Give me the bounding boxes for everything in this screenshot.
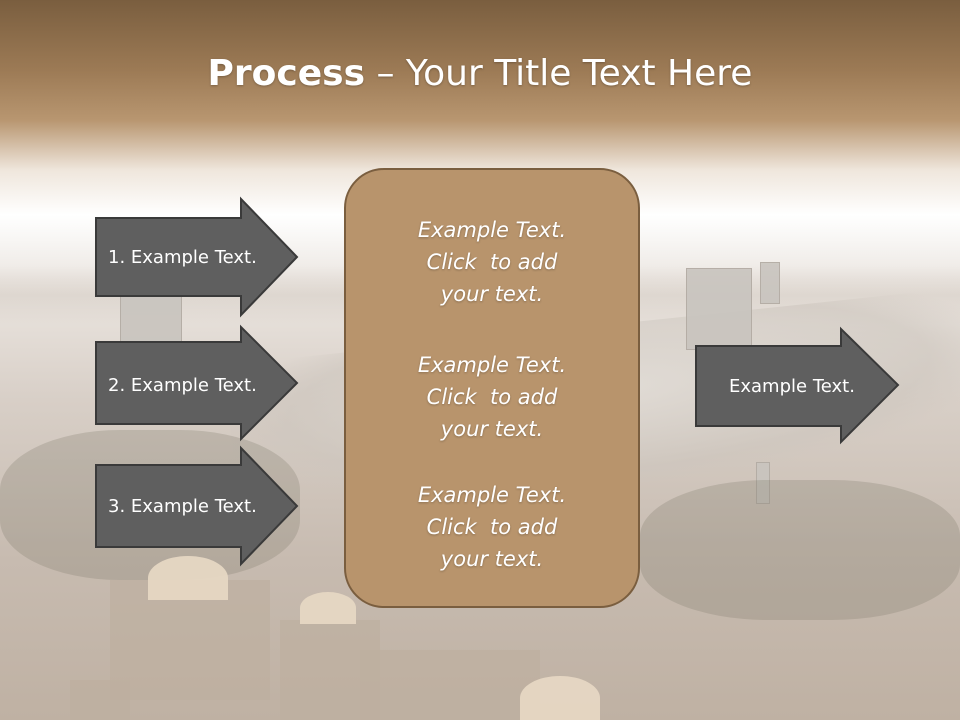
- dome: [300, 592, 356, 624]
- text-block-line: your text.: [440, 547, 544, 571]
- arrow-step-1-label: 1. Example Text.: [108, 246, 257, 268]
- text-block-line: Example Text.: [417, 218, 567, 242]
- minaret-tower: [756, 462, 770, 504]
- arrow-step-3[interactable]: 3. Example Text.: [95, 445, 299, 567]
- slide-title[interactable]: Process – Your Title Text Here: [0, 52, 960, 96]
- building: [360, 650, 540, 720]
- text-block-3: Example Text. Click to add your text.: [346, 479, 638, 575]
- opera-building: [110, 580, 270, 700]
- title-bold-word: Process: [207, 53, 366, 94]
- text-block-line: Example Text.: [417, 353, 567, 377]
- text-block-line: Click to add: [426, 515, 558, 539]
- arrow-right-shape: [95, 445, 299, 567]
- arrow-step-2[interactable]: 2. Example Text.: [95, 324, 299, 444]
- center-text-box[interactable]: Example Text. Click to add your text. Ex…: [344, 168, 640, 608]
- text-block-line: Example Text.: [417, 483, 567, 507]
- arrow-step-3-label: 3. Example Text.: [108, 495, 257, 517]
- dome: [148, 556, 228, 600]
- text-block-1: Example Text. Click to add your text.: [346, 214, 638, 310]
- tower-building: [686, 268, 752, 350]
- arrow-output[interactable]: Example Text.: [695, 326, 900, 445]
- text-block-line: Click to add: [426, 250, 558, 274]
- text-block-line: your text.: [440, 417, 544, 441]
- dome: [520, 676, 600, 720]
- text-block-line: your text.: [440, 282, 544, 306]
- title-rest: – Your Title Text Here: [365, 53, 753, 94]
- arrow-right-shape: [95, 324, 299, 442]
- arrow-output-label: Example Text.: [729, 375, 855, 397]
- text-block-2: Example Text. Click to add your text.: [346, 349, 638, 445]
- text-block-line: Click to add: [426, 385, 558, 409]
- building: [70, 680, 130, 720]
- arrow-right-shape: [95, 196, 299, 318]
- distant-building: [760, 262, 780, 304]
- arrow-step-2-label: 2. Example Text.: [108, 374, 257, 396]
- arrow-step-1[interactable]: 1. Example Text.: [95, 196, 299, 318]
- tree-cluster: [640, 480, 960, 620]
- arrow-right-shape: [695, 326, 900, 445]
